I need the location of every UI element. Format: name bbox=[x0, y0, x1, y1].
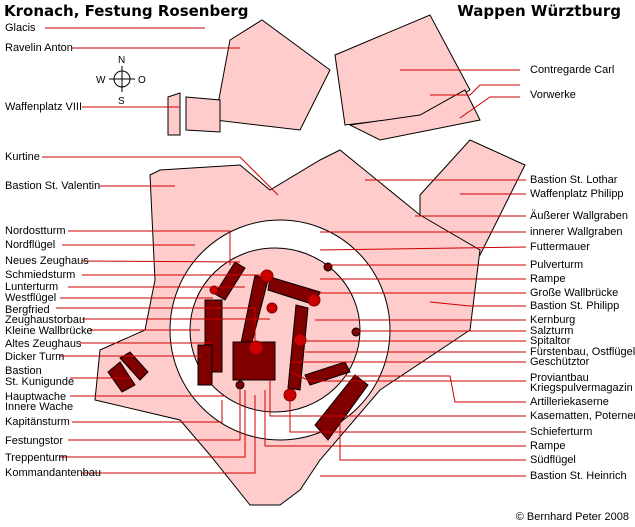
dicker-turm-block bbox=[197, 344, 213, 386]
label-fuerstenbau-ostfluegel: Fürstenbau, Ostflügel bbox=[530, 346, 635, 358]
marker-nordostturm bbox=[307, 293, 321, 307]
label-bastion-st-heinrich: Bastion St. Heinrich bbox=[530, 470, 627, 482]
waffenplatz-viii-shape bbox=[167, 92, 181, 136]
label-rampe-2: Rampe bbox=[530, 440, 566, 452]
label-kapitaensturm: Kapitänsturm bbox=[5, 416, 70, 428]
neues-zeughaus bbox=[214, 261, 246, 301]
kapitaensturm bbox=[235, 380, 245, 390]
label-nordostturm: Nordostturm bbox=[5, 225, 66, 237]
waffenplatz-viii-block bbox=[185, 96, 221, 133]
compass-w: W bbox=[96, 75, 106, 86]
markers bbox=[209, 269, 321, 402]
marker-wallbruecke bbox=[209, 285, 219, 295]
buildings bbox=[107, 261, 369, 441]
kommandantenbau bbox=[232, 341, 276, 381]
map-subtitle: Wappen Würztburg bbox=[457, 2, 621, 20]
label-suedfluegel: Südflügel bbox=[530, 454, 576, 466]
label-geschuetztor: Geschütztor bbox=[530, 356, 590, 368]
compass-s: S bbox=[118, 96, 125, 107]
label-schmiedsturm: Schmiedsturm bbox=[5, 269, 76, 281]
label-nordfluegel: Nordflügel bbox=[5, 239, 56, 251]
label-kleine-wallbruecke: Kleine Wallbrücke bbox=[5, 325, 93, 337]
label-kriegspulvermagazin: Kriegspulvermagazin bbox=[530, 382, 633, 394]
label-rampe-1: Rampe bbox=[530, 273, 566, 285]
copyright: © Bernhard Peter 2008 bbox=[515, 511, 629, 523]
label-st-kunigunde: St. Kunigunde bbox=[5, 376, 75, 388]
pulverturm bbox=[323, 262, 333, 272]
label-spitaltor: Spitaltor bbox=[530, 335, 571, 347]
label-kurtine: Kurtine bbox=[5, 151, 40, 163]
label-dicker-turm: Dicker Turm bbox=[5, 351, 65, 363]
label-kommandantenbau: Kommandantenbau bbox=[5, 467, 102, 479]
label-contregarde-carl: Contregarde Carl bbox=[530, 64, 615, 76]
label-aeusserer-wallgraben: Äußerer Wallgraben bbox=[530, 210, 629, 222]
bastion-st-kunigunde-building bbox=[119, 351, 149, 381]
label-glacis: Glacis bbox=[5, 22, 36, 34]
label-artilleriekaserne: Artilleriekaserne bbox=[530, 396, 609, 408]
label-waffenplatz-philipp: Waffenplatz Philipp bbox=[530, 188, 624, 200]
label-bastion-st-philipp: Bastion St. Philipp bbox=[530, 300, 620, 312]
label-zeughaustorbau: Zeughaustorbau bbox=[5, 314, 86, 326]
compass-rose bbox=[109, 66, 135, 92]
label-festungstor: Festungstor bbox=[5, 435, 64, 447]
label-vorwerke: Vorwerke bbox=[530, 89, 576, 101]
label-grosse-wallbruecke: Große Wallbrücke bbox=[530, 287, 619, 299]
label-bastion-st-valentin: Bastion St. Valentin bbox=[5, 180, 101, 192]
label-pulverturm: Pulverturm bbox=[530, 259, 584, 271]
label-westfluegel: Westflügel bbox=[5, 292, 57, 304]
compass-n: N bbox=[118, 55, 125, 66]
label-futtermauer: Futtermauer bbox=[530, 241, 590, 253]
label-hauptwache: Hauptwache bbox=[5, 391, 67, 403]
marker-schmiedsturm bbox=[260, 269, 274, 283]
label-neues-zeughaus: Neues Zeughaus bbox=[5, 255, 89, 267]
label-salzturm: Salzturm bbox=[530, 325, 574, 337]
label-ravelin-anton: Ravelin Anton bbox=[5, 42, 73, 54]
label-lunterturm: Lunterturm bbox=[5, 281, 59, 293]
bastion-kunigunde-wing bbox=[107, 361, 136, 393]
artilleriekaserne bbox=[304, 361, 351, 386]
label-proviantbau: Proviantbau bbox=[530, 372, 589, 384]
label-treppenturm: Treppenturm bbox=[5, 452, 68, 464]
label-bastion: Bastion bbox=[5, 365, 42, 377]
marker-spitaltor bbox=[293, 333, 307, 347]
kasematten-block bbox=[314, 374, 369, 441]
label-innerer-wallgraben: innerer Wallgraben bbox=[530, 226, 623, 238]
label-bergfried: Bergfried bbox=[5, 304, 50, 316]
label-waffenplatz-viii: Waffenplatz VIII bbox=[5, 101, 83, 113]
salzturm bbox=[351, 327, 361, 337]
map-title: Kronach, Festung Rosenberg bbox=[4, 2, 249, 20]
compass-o: O bbox=[138, 75, 146, 86]
label-altes-zeughaus: Altes Zeughaus bbox=[5, 338, 82, 350]
leader-lines bbox=[42, 27, 527, 477]
fuerstenbau-ostfluegel bbox=[287, 304, 309, 391]
vorwerke-shape bbox=[348, 89, 481, 141]
marker-zeughaustorbau bbox=[266, 302, 278, 314]
label-kernburg: Kernburg bbox=[530, 314, 576, 326]
label-innere-wache: Innere Wache bbox=[5, 401, 74, 413]
ravelin-anton-shape bbox=[214, 19, 331, 131]
label-bastion-st-lothar: Bastion St. Lothar bbox=[530, 174, 618, 186]
marker-bergfried bbox=[248, 340, 264, 356]
label-schieferturm: Schieferturm bbox=[530, 426, 593, 438]
label-kasematten-poternen: Kasematten, Poternen bbox=[530, 410, 635, 422]
